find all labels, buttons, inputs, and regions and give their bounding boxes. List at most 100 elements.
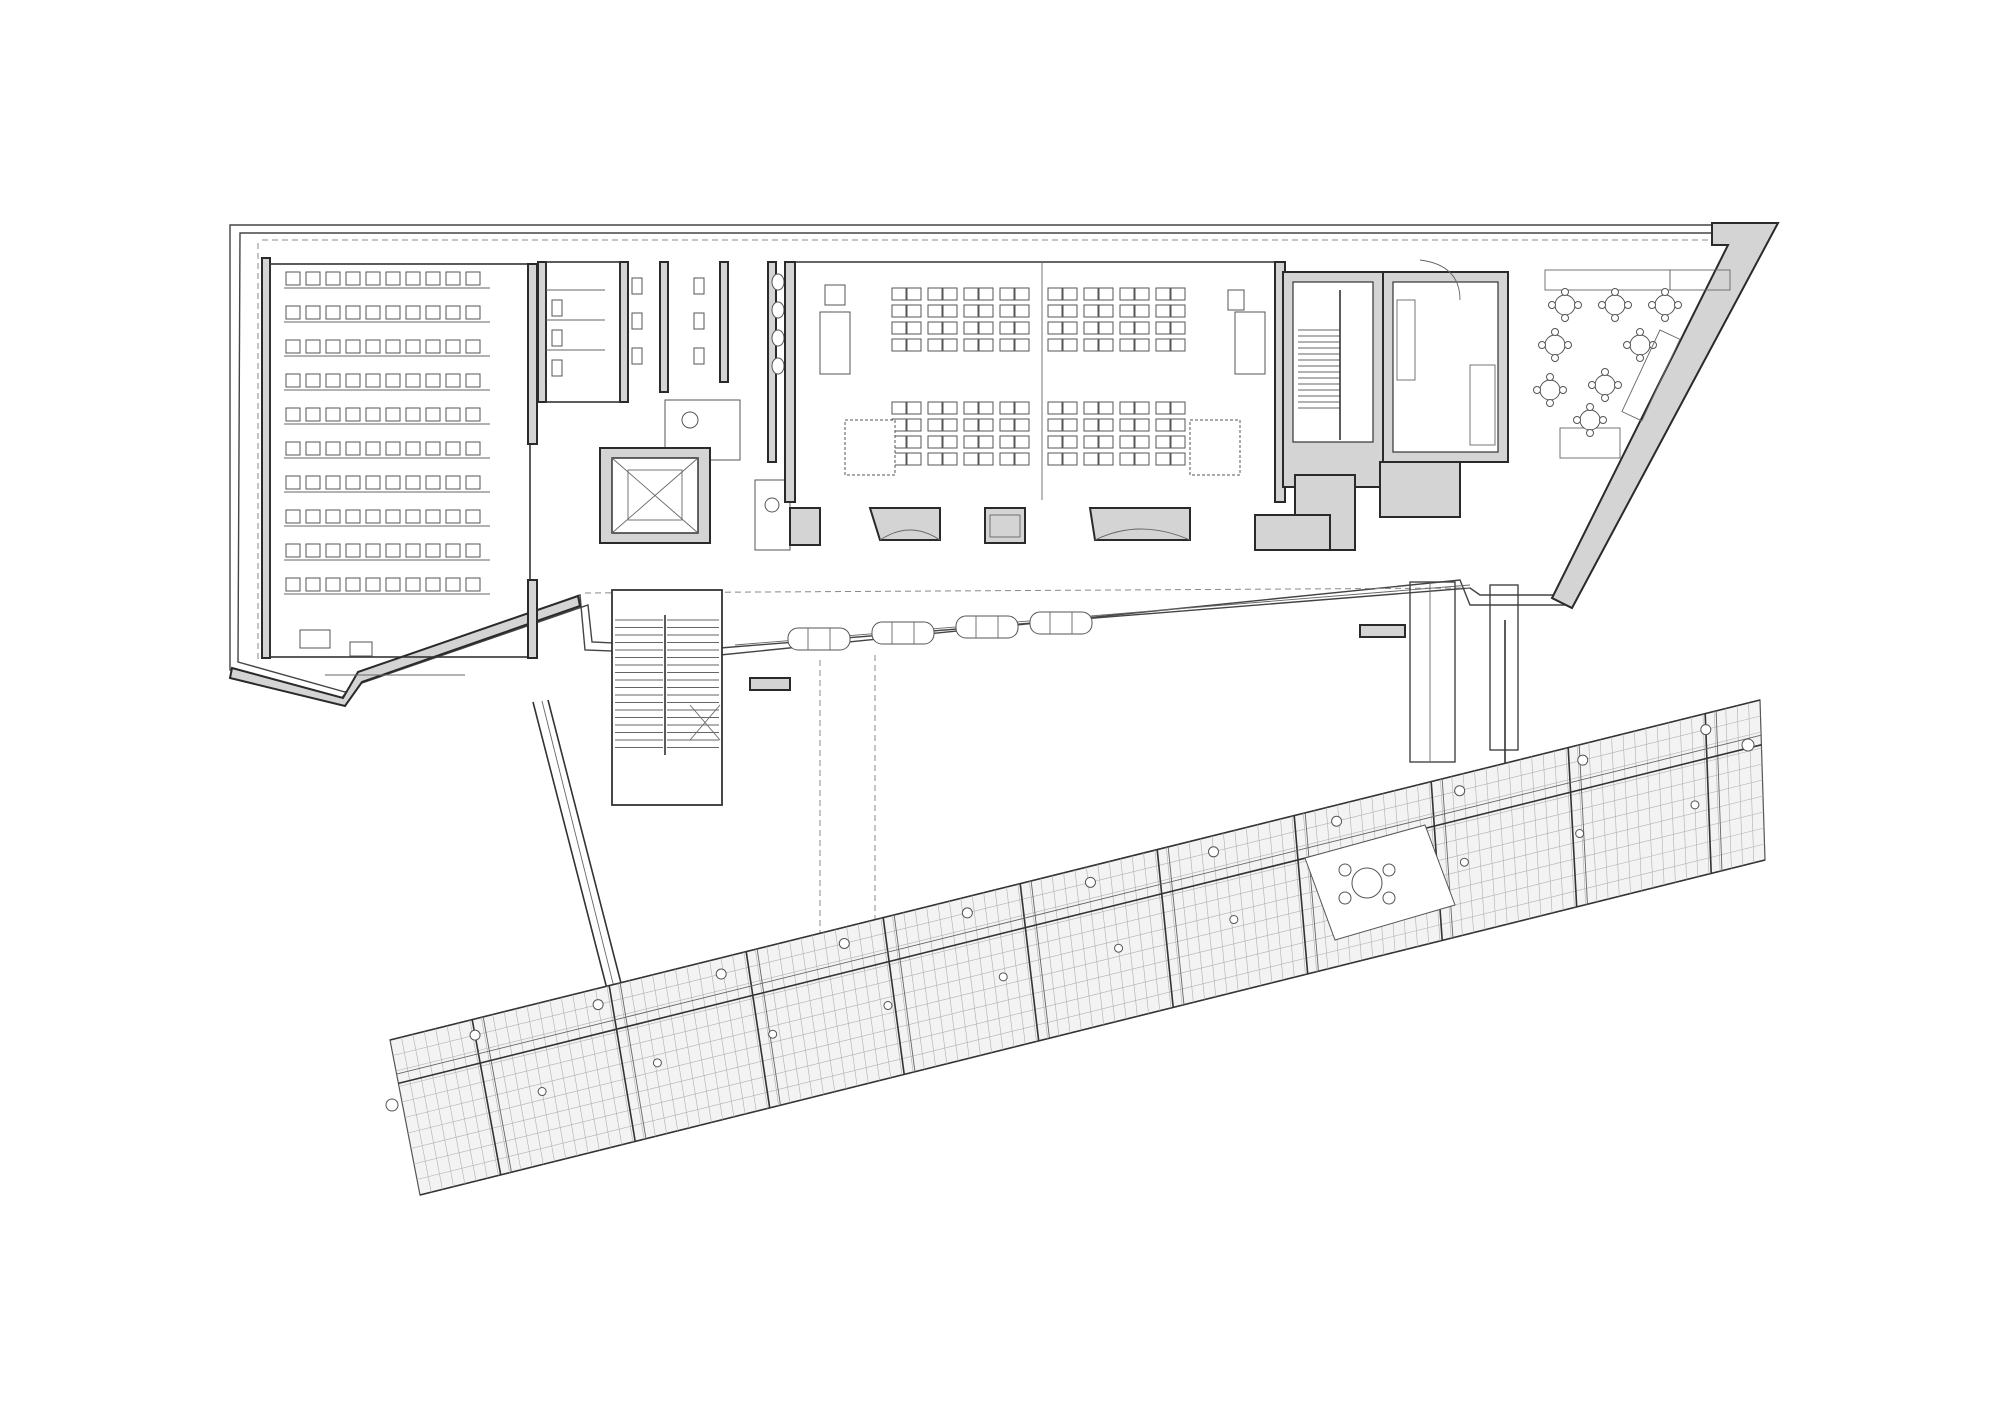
deck-line	[994, 889, 1015, 1048]
chair-icon	[345, 339, 361, 354]
chair-icon	[365, 305, 381, 320]
bay-frame	[608, 985, 636, 1142]
deck-line	[697, 963, 723, 1120]
deck-line	[892, 915, 914, 1073]
chair-icon	[927, 452, 943, 466]
column-node	[1229, 915, 1239, 925]
chair-icon	[285, 339, 301, 354]
chair-icon	[942, 304, 958, 318]
deck-line	[937, 903, 959, 1062]
deck-line	[1622, 733, 1631, 894]
deck-line	[1223, 833, 1239, 992]
chair-icon	[1047, 418, 1063, 432]
chair-icon	[963, 321, 979, 335]
chair-icon	[1134, 304, 1150, 318]
chair-icon	[385, 475, 401, 490]
chair-icon	[1119, 452, 1135, 466]
deck-line	[1542, 753, 1553, 914]
chair-icon	[425, 271, 441, 286]
column-node	[1454, 785, 1466, 797]
chair-icon	[1083, 452, 1099, 466]
chair-icon	[1119, 338, 1135, 352]
west-seat-block	[284, 271, 490, 595]
chair-icon	[1599, 416, 1607, 424]
toilet-icon	[693, 312, 705, 330]
chair-icon	[1601, 394, 1609, 402]
stair-core-east	[1254, 271, 1384, 551]
chair-icon	[1098, 418, 1114, 432]
chair-icon	[1062, 321, 1078, 335]
chair-icon	[1047, 304, 1063, 318]
chair-icon	[305, 475, 321, 490]
chair-icon	[1083, 401, 1099, 415]
chair-icon	[385, 509, 401, 524]
building-outline	[228, 222, 1780, 708]
bay-frame	[882, 917, 905, 1075]
deck-line	[1497, 765, 1508, 925]
deck-line	[1668, 722, 1676, 883]
deck-line	[1029, 881, 1048, 1039]
chair-icon	[1155, 435, 1171, 449]
chair-icon	[285, 305, 301, 320]
chair-icon	[1014, 401, 1030, 415]
deck-line	[812, 935, 836, 1092]
chair-icon	[978, 321, 994, 335]
deck-line	[1679, 719, 1687, 880]
deck-line	[583, 991, 611, 1148]
lecture-room-west	[261, 257, 538, 676]
chair-icon	[1155, 401, 1171, 415]
bay-frame	[482, 1016, 512, 1173]
column-node	[998, 972, 1008, 982]
chair-icon	[999, 287, 1015, 301]
chair-icon	[365, 509, 381, 524]
chair-icon	[285, 373, 301, 388]
chair-icon	[1551, 354, 1559, 362]
chair-icon	[1538, 341, 1546, 349]
chair-icon	[1119, 418, 1135, 432]
bay-frame	[1293, 815, 1309, 974]
chair-icon	[963, 418, 979, 432]
chair-icon	[1573, 416, 1581, 424]
deck-line	[469, 1020, 499, 1176]
lounge-table-group	[1533, 288, 1682, 437]
chair-icon	[405, 305, 421, 320]
column-node	[652, 1058, 662, 1068]
chair-icon	[1623, 341, 1631, 349]
chair-icon	[425, 543, 441, 558]
column-node	[961, 907, 973, 919]
round-table	[1604, 294, 1626, 316]
deck-line	[1725, 708, 1732, 869]
chair-icon	[305, 373, 321, 388]
chair-icon	[305, 543, 321, 558]
deck-line	[629, 980, 656, 1137]
chair-icon	[345, 373, 361, 388]
chair-icon	[445, 577, 461, 592]
chair-icon	[1083, 304, 1099, 318]
deck-line	[423, 1031, 454, 1187]
chair-icon	[891, 287, 907, 301]
chair-icon	[1098, 452, 1114, 466]
deck-line	[743, 952, 768, 1109]
chair-icon	[1134, 452, 1150, 466]
bay-frame	[893, 914, 916, 1072]
deck-line	[435, 1028, 466, 1184]
deck-line	[1257, 824, 1273, 983]
chair-icon	[425, 373, 441, 388]
bay-frame	[1167, 846, 1185, 1005]
deck-line	[1245, 827, 1261, 986]
chair-icon	[345, 407, 361, 422]
chair-icon	[465, 577, 481, 592]
deck-line	[1702, 714, 1710, 874]
deck-line	[869, 920, 892, 1078]
chair-icon	[445, 305, 461, 320]
chair-icon	[285, 577, 301, 592]
deck-line	[1748, 702, 1755, 863]
deck-line	[1211, 835, 1228, 995]
chair-icon	[1338, 891, 1352, 905]
stair-treads	[1298, 290, 1341, 440]
chair-icon	[942, 435, 958, 449]
chair-icon	[345, 475, 361, 490]
chair-icon	[978, 418, 994, 432]
lobby-bench	[1029, 611, 1093, 635]
chair-icon	[927, 401, 943, 415]
